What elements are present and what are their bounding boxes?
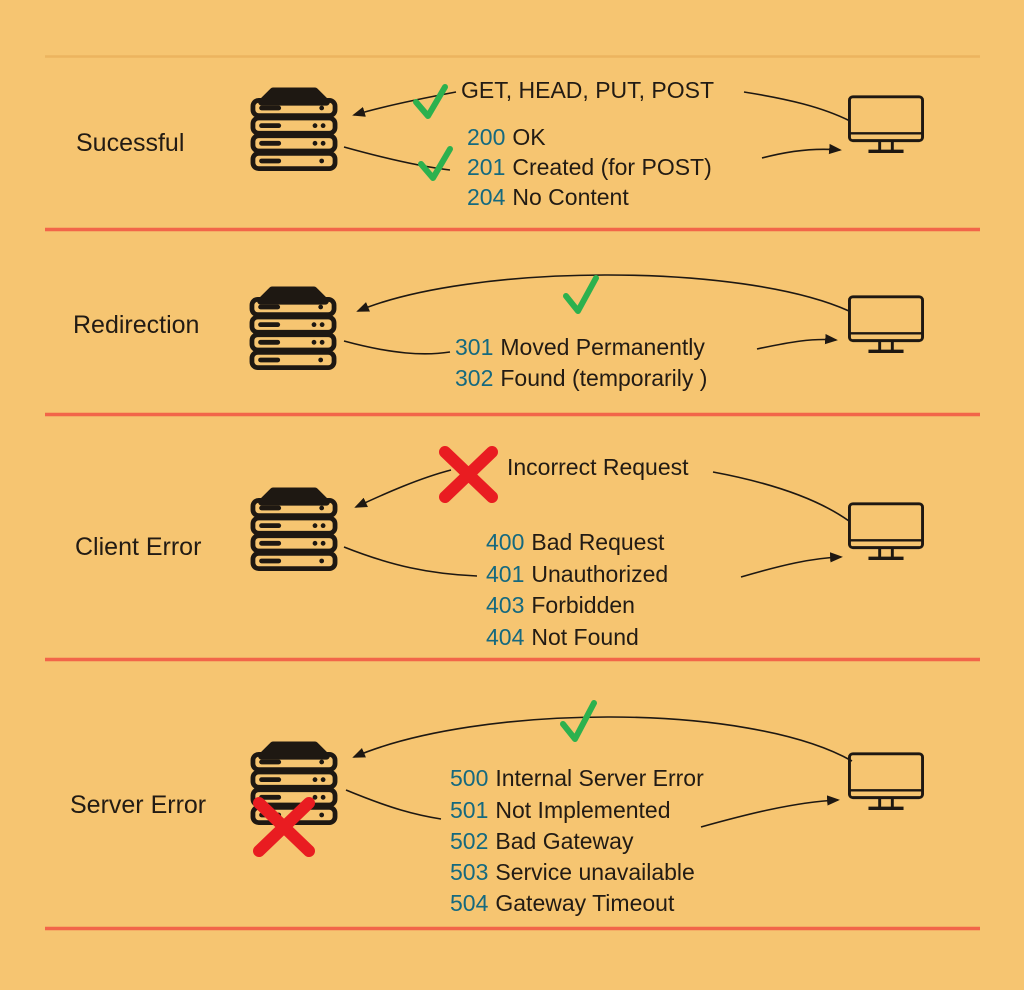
status-text: OK [512,124,546,150]
arrow-line [352,716,853,762]
arrow-line [761,143,842,159]
arrow-line [700,795,840,828]
section-label-redirection: Redirection [73,311,200,339]
check-icon [418,146,453,181]
monitor-icon [848,752,924,811]
status-code: 404 [486,624,525,650]
cross-icon [253,797,315,857]
status-text: Moved Permanently [500,334,705,360]
server-icon [252,290,334,368]
status-code: 403 [486,592,525,618]
status-text: Not Found [531,624,639,650]
status-text: Unauthorized [531,561,669,587]
status-code: 401 [486,561,525,587]
status-text: Gateway Timeout [495,890,675,916]
arrow-line [343,340,451,355]
request-methods-text: GET, HEAD, PUT, POST [461,77,715,103]
server-icon [253,91,335,169]
arrow-line [352,91,457,117]
section-label-server-error: Server Error [70,791,207,819]
section-successful-graphics [253,84,924,181]
arrow-line [756,333,838,350]
status-text: No Content [512,184,629,210]
status-text: Forbidden [531,592,635,618]
server-icon [253,491,335,569]
cross-icon [439,446,498,503]
section-redirection-graphics [252,274,924,368]
arrow-line [343,546,478,577]
section-server-error-graphics [253,700,924,857]
status-text: Not Implemented [495,797,671,823]
status-code: 504 [450,890,489,916]
monitor-icon [848,502,924,561]
check-icon [563,275,599,314]
status-code: 301 [455,334,494,360]
arrow-line [354,469,452,508]
status-text: Bad Request [531,529,665,555]
arrow-line [712,471,850,522]
arrow-line [343,146,451,171]
status-code: 400 [486,529,525,555]
status-code: 204 [467,184,506,210]
status-text: Bad Gateway [495,828,634,854]
arrow-line [356,274,850,312]
section-label-successful: Sucessful [76,129,185,157]
section-client-error-graphics [253,446,924,578]
monitor-icon [848,295,924,354]
arrow-line [345,789,442,820]
status-code: 201 [467,154,506,180]
status-code: 503 [450,859,489,885]
status-code: 302 [455,365,494,391]
incorrect-request-text: Incorrect Request [507,454,689,480]
status-text: Found (temporarily ) [500,365,708,391]
status-text: Internal Server Error [495,765,704,791]
section-label-client-error: Client Error [75,533,202,561]
arrow-line [740,552,843,578]
status-code: 500 [450,765,489,791]
check-icon [560,700,597,742]
status-code: 200 [467,124,506,150]
status-text: Created (for POST) [512,154,712,180]
arrow-line [743,91,851,122]
monitor-icon [848,95,924,154]
check-icon [413,84,448,119]
status-code: 501 [450,797,489,823]
status-text: Service unavailable [495,859,695,885]
status-code: 502 [450,828,489,854]
